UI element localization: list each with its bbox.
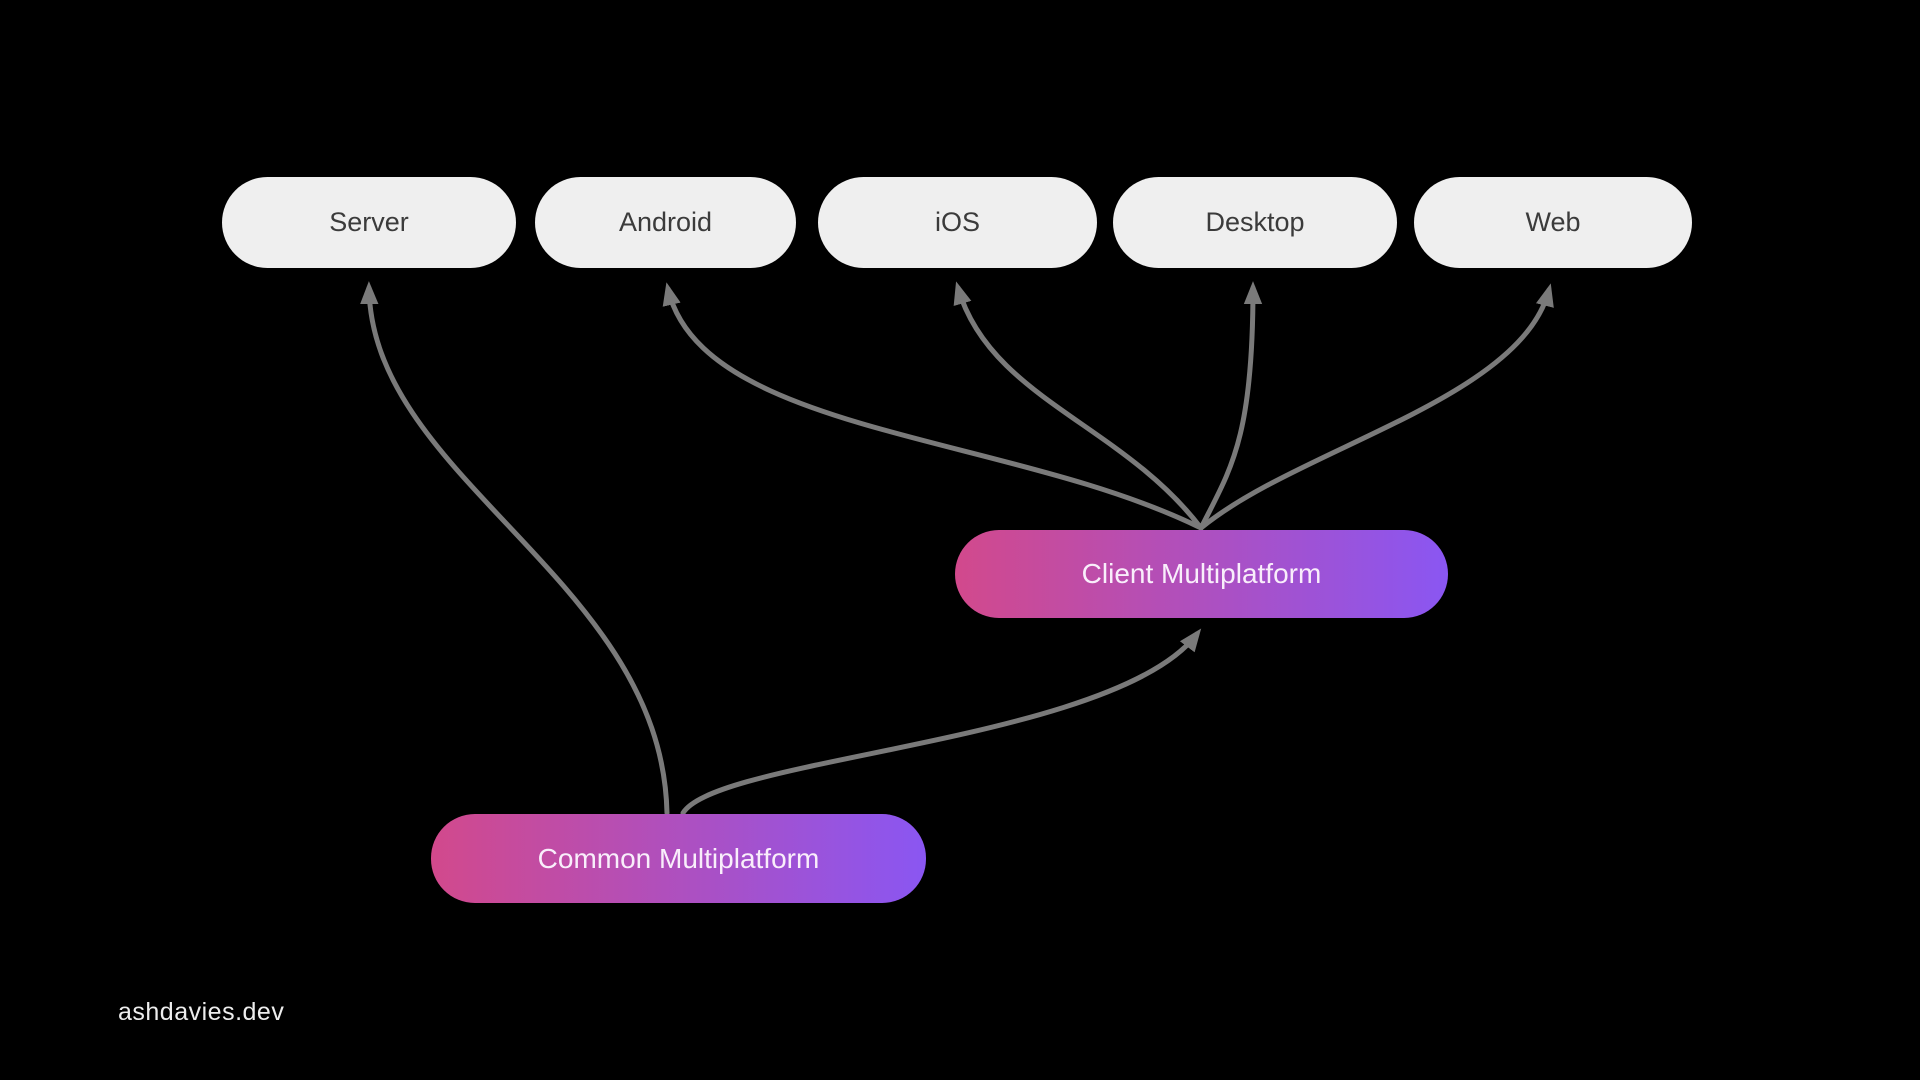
node-desktop: Desktop [1113, 177, 1397, 268]
edge-client-to-android [662, 282, 1204, 531]
edge-client-to-web [1198, 283, 1554, 531]
node-server: Server [222, 177, 516, 268]
node-android-label: Android [618, 207, 713, 237]
node-web-label: Web [1525, 207, 1581, 237]
node-web: Web [1414, 177, 1692, 268]
node-common-multiplatform: Common Multiplatform [431, 814, 926, 903]
node-server-label: Server [329, 207, 409, 237]
node-desktop-label: Desktop [1205, 207, 1305, 237]
node-client-multiplatform-label: Client Multiplatform [1081, 558, 1322, 589]
node-ios-label: iOS [934, 207, 980, 237]
node-android: Android [535, 177, 796, 268]
node-ios: iOS [818, 177, 1097, 268]
edge-common-to-server [360, 281, 670, 816]
edge-common-to-client [680, 628, 1202, 816]
edge-client-to-ios [953, 281, 1204, 531]
node-common-multiplatform-label: Common Multiplatform [537, 842, 820, 874]
node-client-multiplatform: Client Multiplatform [955, 530, 1448, 618]
edge-client-to-desktop [1198, 281, 1263, 531]
footer-watermark: ashdavies.dev [118, 998, 285, 1026]
